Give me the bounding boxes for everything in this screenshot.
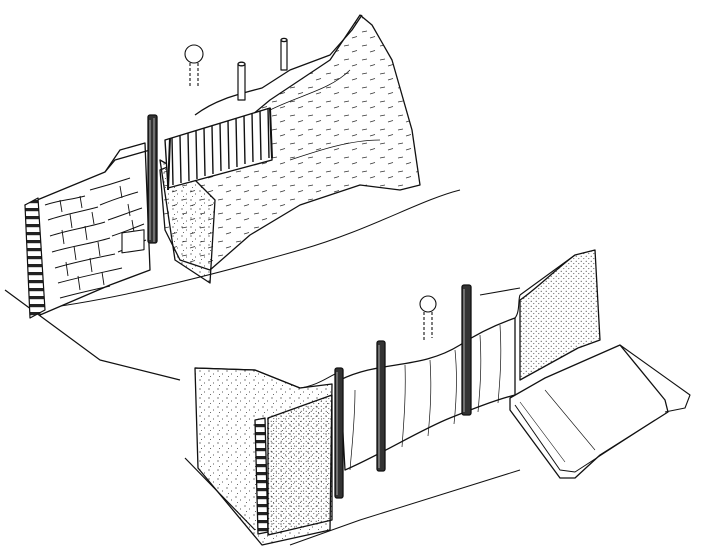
upper-rampart-section	[4, 14, 461, 381]
lower-rampart-section	[184, 249, 691, 546]
stone-wall	[24, 142, 151, 319]
turf-wall-face	[267, 394, 333, 536]
lower-layer-strip	[254, 417, 269, 535]
lower-base-line	[289, 469, 521, 546]
upper-posthole-marker	[184, 44, 204, 88]
lower-posthole-marker	[419, 295, 437, 340]
wattle-fence	[164, 107, 273, 191]
upper-slope-line	[29, 189, 461, 311]
lower-revetment	[339, 317, 516, 471]
lower-timber-posts	[334, 284, 472, 499]
upper-timber-posts	[147, 37, 288, 244]
